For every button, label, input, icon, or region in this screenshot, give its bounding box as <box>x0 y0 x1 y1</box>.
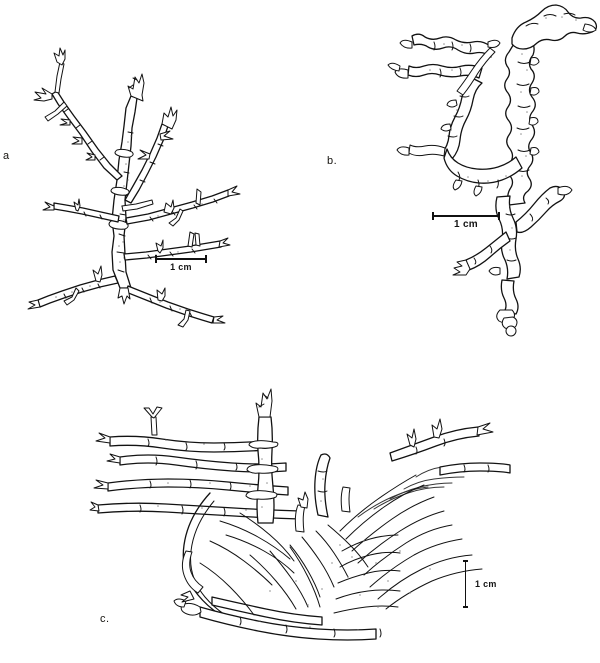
panel-b-drawing <box>387 4 598 337</box>
panel-b-label: b. <box>327 155 338 167</box>
panel-b: b. 1 cm <box>327 0 600 345</box>
scalebar-line <box>432 215 500 217</box>
panel-a-scalebar-label: 1 cm <box>170 262 192 272</box>
panel-b-scalebar-label: 1 cm <box>454 219 478 230</box>
scalebar-line <box>155 258 207 260</box>
scalebar-cap-top <box>463 560 468 562</box>
panel-a: a 1 cm <box>0 0 260 330</box>
dense-branch-tangle-2 <box>357 465 471 518</box>
scalebar-cap-right <box>205 255 207 263</box>
coral-thicket-c <box>89 388 511 641</box>
panel-c-label: c. <box>100 613 110 625</box>
scalebar-cap-bottom <box>463 606 468 608</box>
coral-specimen-a <box>27 47 241 328</box>
panel-c: c. 1 cm <box>89 355 511 655</box>
scalebar-cap-right <box>498 212 500 220</box>
scalebar-cap-left <box>155 255 157 263</box>
coral-specimen-b <box>387 4 598 337</box>
mid-tangle <box>199 512 321 616</box>
panel-a-drawing <box>27 47 241 328</box>
scalebar-line <box>465 560 466 608</box>
panel-a-label: a <box>3 150 10 162</box>
panel-c-drawing <box>89 388 511 641</box>
core-stipple <box>269 540 431 608</box>
scalebar-cap-left <box>432 212 434 220</box>
dense-branch-tangle <box>289 474 483 614</box>
panel-c-scalebar-label: 1 cm <box>475 579 497 589</box>
